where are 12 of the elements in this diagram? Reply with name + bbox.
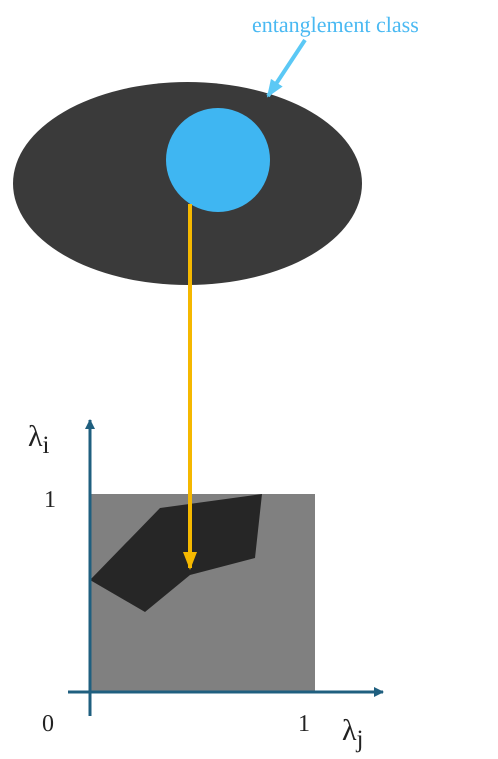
tick-label: 1 xyxy=(44,488,56,512)
tick-label: 1 xyxy=(298,712,310,736)
ellipse-region xyxy=(13,82,362,285)
square-region xyxy=(90,494,315,692)
polygon-region xyxy=(90,494,262,612)
axis-label: λ$_{j}$ xyxy=(342,716,364,752)
axis-label: λ$_{i}$ xyxy=(28,422,50,458)
circle-region xyxy=(166,108,270,212)
tick-label: 0 xyxy=(42,712,54,736)
arrow xyxy=(266,38,307,98)
callout-text: entanglement class xyxy=(252,12,496,38)
arrow xyxy=(183,204,197,570)
